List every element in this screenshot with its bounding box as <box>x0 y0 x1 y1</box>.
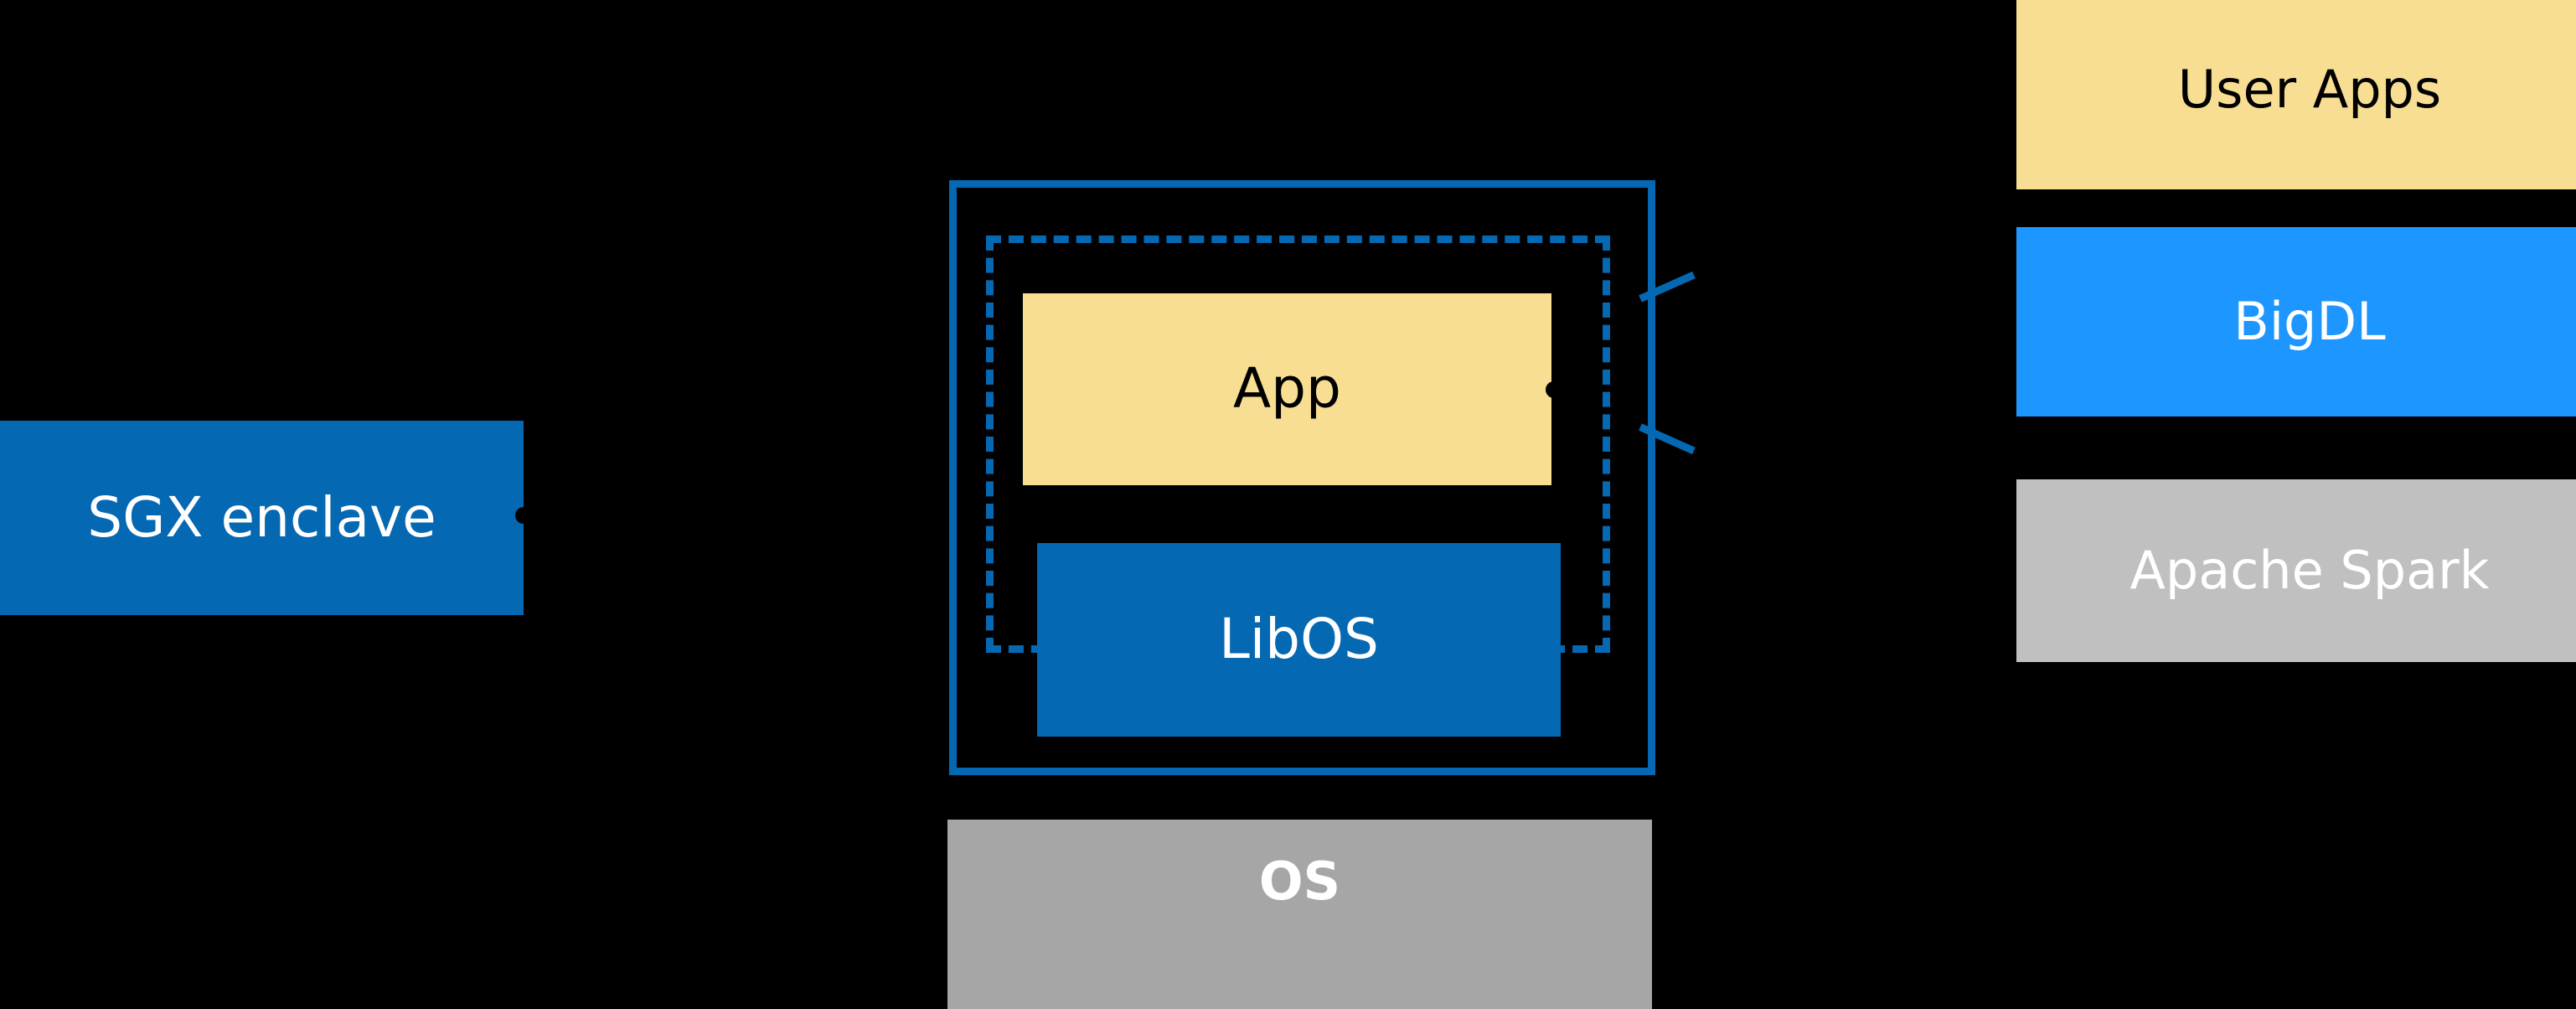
bigdl-box[interactable]: BigDL <box>2016 227 2576 417</box>
libos-label: LibOS <box>1219 607 1379 672</box>
app-label: App <box>1233 356 1341 422</box>
user-apps-box[interactable]: User Apps <box>2016 0 2576 189</box>
app-box[interactable]: App <box>1023 293 1551 485</box>
libos-box[interactable]: LibOS <box>1037 543 1561 737</box>
os-label: OS <box>1258 851 1341 912</box>
sgx-connector-dot-icon <box>515 507 532 524</box>
user-apps-label: User Apps <box>2177 58 2442 120</box>
sgx-enclave-box[interactable]: SGX enclave <box>0 421 524 615</box>
apache-spark-label: Apache Spark <box>2129 539 2490 601</box>
os-box[interactable]: OS <box>947 820 1652 1009</box>
sgx-enclave-label: SGX enclave <box>87 484 436 550</box>
bigdl-label: BigDL <box>2233 290 2386 352</box>
enclave-outer-frame <box>949 180 1655 775</box>
apache-spark-box[interactable]: Apache Spark <box>2016 479 2576 662</box>
app-connector-dot-icon <box>1546 381 1562 398</box>
